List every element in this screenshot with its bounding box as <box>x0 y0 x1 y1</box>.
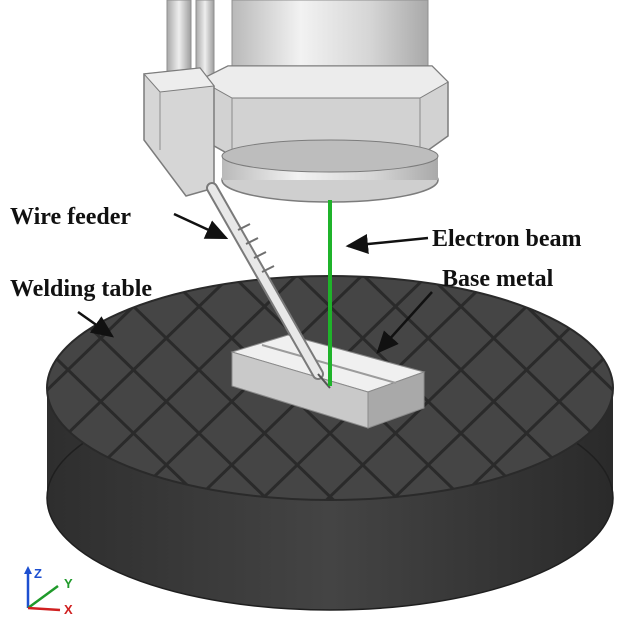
axis-y-line <box>27 584 59 610</box>
arrow-welding-table <box>77 310 115 338</box>
axis-x-label: X <box>64 602 73 617</box>
label-base-metal: Base metal <box>442 266 554 292</box>
axis-x-line <box>27 606 61 612</box>
axis-z-label: Z <box>34 566 42 581</box>
label-welding-table: Welding table <box>10 276 152 302</box>
label-wire-feeder: Wire feeder <box>10 204 131 230</box>
axis-triad: Z Y X <box>24 566 73 617</box>
arrow-electron-beam <box>345 234 429 254</box>
label-electron-beam: Electron beam <box>432 226 582 252</box>
arrow-wire-feeder <box>173 212 229 240</box>
axis-y-label: Y <box>64 576 73 591</box>
electron-gun <box>142 0 449 203</box>
arrow-base-metal <box>376 291 433 354</box>
